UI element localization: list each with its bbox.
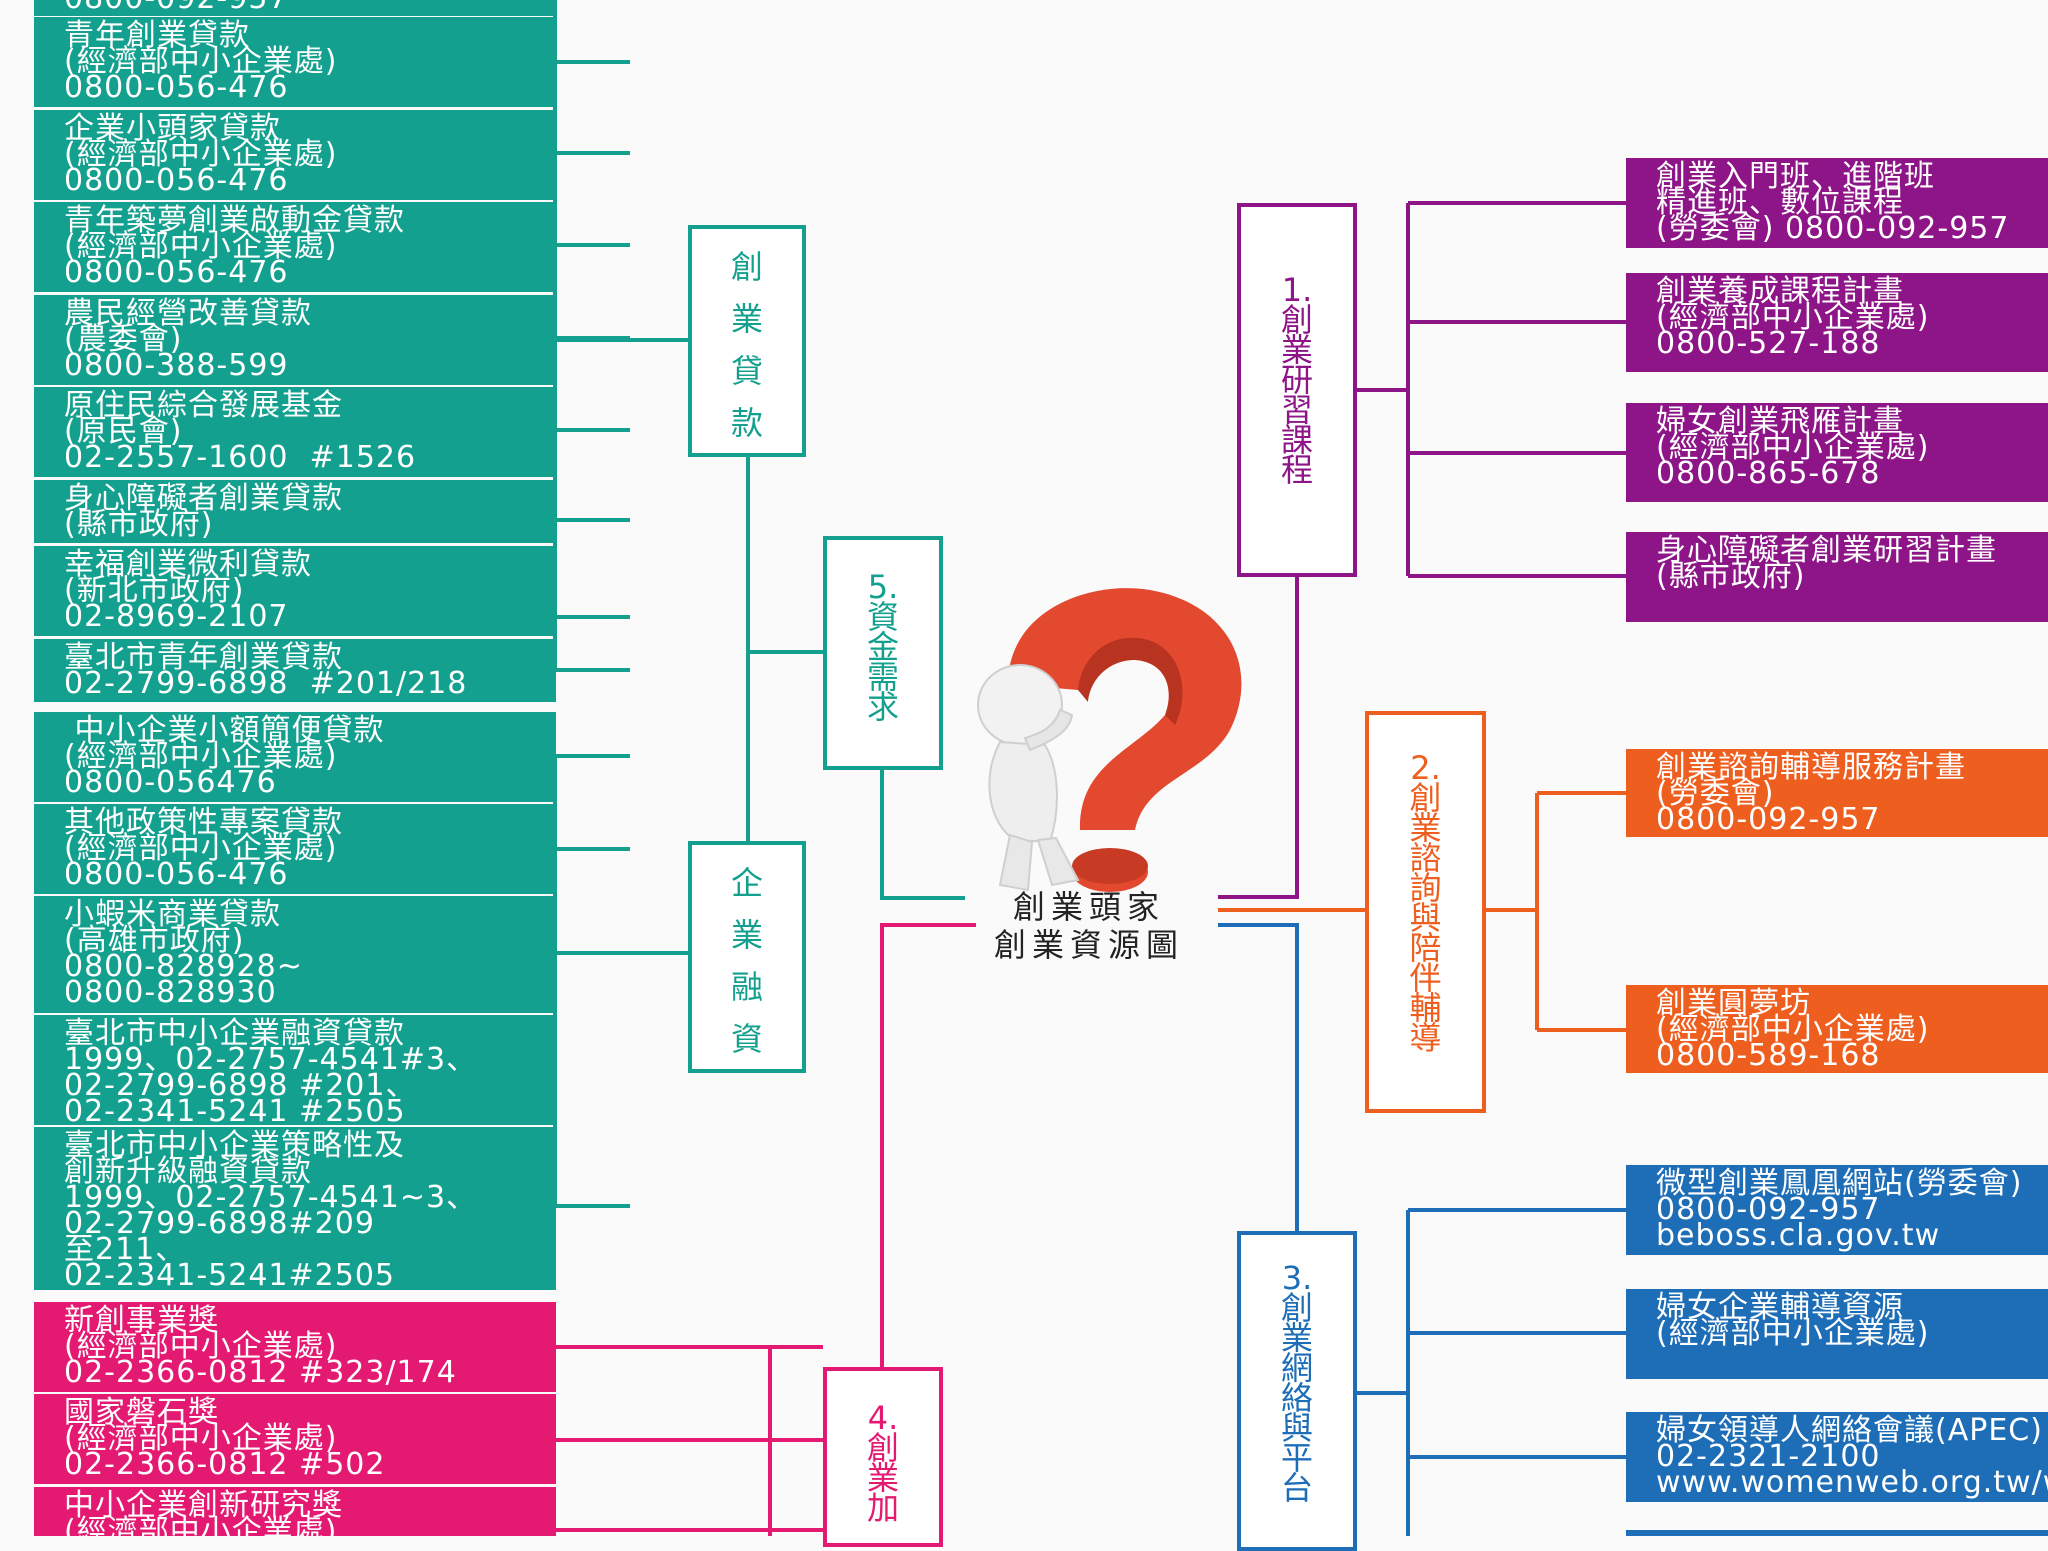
loan-item: 0800-092-957 — [34, 0, 556, 16]
category-5-label: 5. 資金需求 — [823, 536, 943, 770]
loan-item: 身心障礙者創業貸款(縣市政府) — [34, 480, 556, 543]
award-item: 中小企業創新研究獎(經濟部中小企業處) — [34, 1487, 556, 1536]
category-1-text: 創業研習課程 — [1241, 305, 1353, 485]
course-item: 創業養成課程計畫(經濟部中小企業處)0800-527-188 — [1626, 273, 2048, 372]
network-item-text: www.womenweb.org.tw/wln — [1656, 1470, 2038, 1496]
loan-item-text: 02-2799-6898 #201/218 — [64, 671, 546, 697]
finance-item-text: 0800-828930 — [64, 980, 546, 1006]
award-item-text: 02-2366-0812 #323/174 — [64, 1360, 546, 1386]
finance-item-text: 02-2341-5241#2505 — [64, 1263, 546, 1289]
loan-item: 青年築夢創業啟動金貸款(經濟部中小企業處)0800-056-476 — [34, 202, 556, 292]
category-finance-label: 企業融資 — [688, 841, 806, 1073]
network-item: 婦女企業輔導資源(經濟部中小企業處) — [1626, 1289, 2048, 1379]
network-item — [1626, 1530, 2048, 1536]
loan-item-text: 0800-092-957 — [64, 0, 546, 12]
course-item: 婦女創業飛雁計畫(經濟部中小企業處)0800-865-678 — [1626, 403, 2048, 502]
finance-item-text: 02-2341-5241 #2505 — [64, 1099, 546, 1125]
consult-item: 創業諮詢輔導服務計畫(勞委會)0800-092-957 — [1626, 749, 2048, 837]
course-item-text: 0800-865-678 — [1656, 461, 2038, 487]
consult-item-text: 0800-092-957 — [1656, 807, 2038, 833]
finance-item: 其他政策性專案貸款(經濟部中小企業處)0800-056-476 — [34, 804, 556, 894]
finance-item: 中小企業小額簡便貸款(經濟部中小企業處)0800-056476 — [34, 712, 556, 802]
consult-item: 創業圓夢坊(經濟部中小企業處)0800-589-168 — [1626, 985, 2048, 1073]
category-3-label: 3. 創業網絡與平台 — [1237, 1231, 1357, 1551]
network-item-text: (經濟部中小企業處) — [1656, 1321, 2038, 1347]
category-4-label: 4. 創業加 — [823, 1367, 943, 1547]
category-4-text: 創業加 — [827, 1433, 939, 1523]
loan-item-text: 02-2557-1600 #1526 — [64, 445, 546, 471]
category-1-label: 1. 創業研習課程 — [1237, 203, 1357, 577]
award-item: 新創事業獎(經濟部中小企業處)02-2366-0812 #323/174 — [34, 1302, 556, 1392]
award-item-text: 02-2366-0812 #502 — [64, 1452, 546, 1478]
course-item: 創業入門班、進階班精進班、數位課程(勞委會) 0800-092-957 — [1626, 158, 2048, 248]
award-item-text: (經濟部中小企業處) — [64, 1519, 546, 1536]
consult-item-text: 0800-589-168 — [1656, 1043, 2038, 1069]
category-finance-text: 企業融資 — [692, 857, 802, 1065]
loan-item: 企業小頭家貸款(經濟部中小企業處)0800-056-476 — [34, 110, 556, 200]
finance-item: 小蝦米商業貸款(高雄市政府)0800-828928~0800-828930 — [34, 896, 556, 1013]
loan-item-text: 02-8969-2107 — [64, 604, 546, 630]
category-2-label: 2. 創業諮詢與陪伴輔導 — [1365, 711, 1486, 1113]
category-3-text: 創業網絡與平台 — [1241, 1293, 1353, 1503]
award-item: 國家磐石獎(經濟部中小企業處)02-2366-0812 #502 — [34, 1394, 556, 1484]
loan-item-text: 0800-388-599 — [64, 353, 546, 379]
course-item-text: 0800-527-188 — [1656, 331, 2038, 357]
center-title-line2: 創業資源圖 — [944, 926, 1234, 964]
center-title-line1: 創業頭家 — [944, 888, 1234, 926]
loan-item: 農民經營改善貸款(農委會)0800-388-599 — [34, 295, 556, 385]
loan-item: 幸福創業微利貸款(新北市政府)02-8969-2107 — [34, 546, 556, 636]
course-item: 身心障礙者創業研習計畫(縣市政府) — [1626, 532, 2048, 622]
question-mark-figure-icon — [960, 580, 1280, 900]
loan-item: 青年創業貸款(經濟部中小企業處)0800-056-476 — [34, 17, 556, 107]
loan-item: 原住民綜合發展基金(原民會)02-2557-1600 #1526 — [34, 387, 556, 477]
network-item-text: beboss.cla.gov.tw — [1656, 1223, 2038, 1249]
category-5-text: 資金需求 — [827, 602, 939, 722]
center-title: 創業頭家 創業資源圖 — [944, 888, 1234, 964]
course-item-text: (勞委會) 0800-092-957 — [1656, 216, 2038, 242]
category-loan-label: 創業貸款 — [688, 225, 806, 457]
category-2-text: 創業諮詢與陪伴輔導 — [1369, 783, 1482, 1053]
category-loan-text: 創業貸款 — [692, 241, 802, 449]
